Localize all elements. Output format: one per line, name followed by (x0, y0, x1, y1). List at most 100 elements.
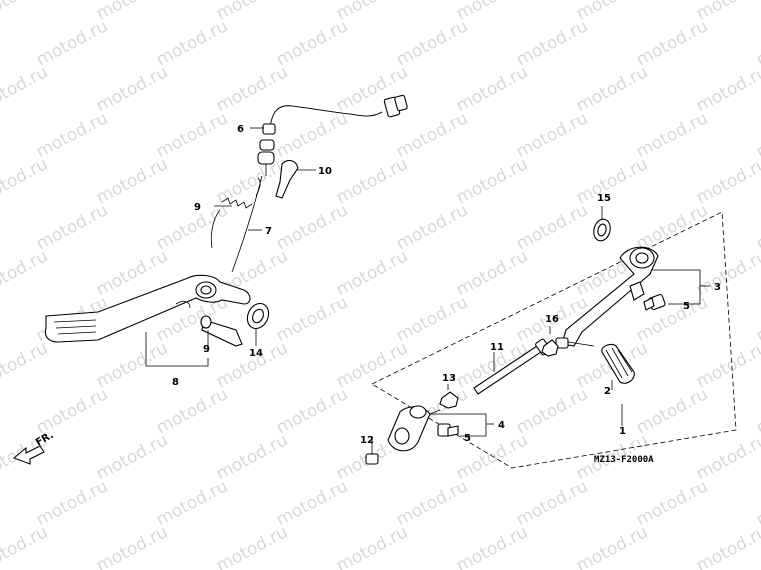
watermark-text: motod.ru (153, 384, 231, 438)
callout-3: 3 (714, 282, 721, 293)
watermark-text: motod.ru (573, 62, 651, 116)
callout-11: 10 (318, 166, 332, 177)
callout-15: 14 (249, 348, 263, 359)
switch-bracket (275, 159, 299, 199)
front-direction-arrow (12, 445, 45, 465)
rear-brake-switch-cable (257, 94, 408, 176)
watermark-text: motod.ru (0, 154, 51, 208)
watermark-text: motod.ru (33, 16, 111, 70)
watermark-text: motod.ru (393, 200, 471, 254)
watermark-text: motod.ru (93, 430, 171, 484)
watermark-text: motod.ru (33, 384, 111, 438)
watermark-text: motod.ru (93, 62, 171, 116)
callout-4: 4 (498, 420, 505, 431)
watermark-text: motod.ru (333, 522, 411, 570)
left-washer (246, 302, 270, 330)
watermark-text: motod.ru (453, 62, 531, 116)
watermark-text: motod.ru (393, 476, 471, 530)
watermark-text: motod.ru (453, 246, 531, 300)
watermark-text: motod.ru (153, 108, 231, 162)
watermark-text: motod.ru (333, 154, 411, 208)
switch-spring-rod (231, 175, 263, 273)
watermark-text: motod.ru (633, 292, 711, 346)
watermark-text: motod.ru (153, 200, 231, 254)
watermark-text: motod.ru (93, 0, 171, 24)
tie-rod-nut (541, 339, 559, 357)
lower-bolt (437, 423, 459, 437)
upper-bolt (643, 293, 666, 311)
watermark-text: motod.ru (153, 476, 231, 530)
callout-9: 9 (194, 202, 201, 213)
callout-5-lower: 5 (464, 433, 471, 444)
watermark-text: motod.ru (453, 522, 531, 570)
right-washer (593, 218, 611, 242)
watermark-text: motod.ru (0, 246, 51, 300)
callout-14: 13 (442, 373, 456, 384)
watermark-text: motod.ru (273, 384, 351, 438)
assembly-frame (371, 211, 737, 469)
watermark-text: motod.ru (453, 0, 531, 24)
watermark-text: motod.ru (693, 338, 761, 392)
watermark-text: motod.ru (273, 16, 351, 70)
watermark-text: motod.ru (213, 338, 291, 392)
leader-lines (145, 127, 710, 444)
brake-pedal (44, 274, 251, 343)
watermark-text: motod.ru (693, 62, 761, 116)
callout-2: 2 (604, 386, 611, 397)
watermark-text: motod.ru (573, 0, 651, 24)
callout-13: 12 (360, 435, 374, 446)
watermark-text: motod.ru (633, 384, 711, 438)
watermark-text: motod.ru (573, 522, 651, 570)
watermark-text: motod.ru (693, 430, 761, 484)
watermark-text: motod.ru (33, 200, 111, 254)
watermark-text: motod.ru (273, 108, 351, 162)
callout-5-upper: 5 (683, 301, 690, 312)
watermark-text: motod.ru (33, 476, 111, 530)
watermark-text: motod.ru (633, 16, 711, 70)
watermark-text: motod.ru (273, 476, 351, 530)
watermark-text: motod.ru (513, 16, 591, 70)
watermark-text: motod.ru (0, 338, 51, 392)
watermark-text: motod.ru (633, 108, 711, 162)
callout-10: 9 (203, 344, 210, 355)
watermark-text: motod.ru (633, 476, 711, 530)
watermark-text: motod.ru (513, 384, 591, 438)
diagram-code: MZ13-F2000A (594, 455, 654, 465)
watermark-text: motod.ru (513, 200, 591, 254)
watermark-text: motod.ru (213, 522, 291, 570)
watermark-text: motod.ru (273, 292, 351, 346)
watermark-text: motod.ru (93, 154, 171, 208)
brake-pedal-pivot-bolt (200, 315, 243, 347)
callout-16: 15 (597, 193, 611, 204)
watermark-text: motod.ru (153, 16, 231, 70)
watermark-text: motod.ru (93, 522, 171, 570)
callout-7: 7 (265, 226, 272, 237)
pinch-bolt (365, 442, 379, 465)
small-nut (439, 391, 459, 409)
lower-shift-arm (387, 405, 441, 452)
watermark-text: motod.ru (213, 0, 291, 24)
shift-pedal-rubber (601, 343, 635, 384)
watermark-text: motod.ru (333, 338, 411, 392)
callout-12: 11 (490, 342, 504, 353)
watermark-text: motod.ru (513, 108, 591, 162)
callout-1: 1 (619, 426, 626, 437)
watermark-text: motod.ru (513, 476, 591, 530)
watermark-text: motod.ru (693, 522, 761, 570)
callout-17: 16 (545, 314, 559, 325)
watermark-text: motod.ru (633, 200, 711, 254)
watermark-text: motod.ru (393, 16, 471, 70)
callout-8: 8 (172, 377, 179, 388)
watermark-text: motod.ru (453, 154, 531, 208)
arm-clamp (629, 281, 645, 301)
watermark-text: motod.ru (213, 430, 291, 484)
watermark-text: motod.ru (693, 246, 761, 300)
callout-6: 6 (237, 124, 244, 135)
watermark-text: motod.ru (693, 154, 761, 208)
watermark-text: motod.ru (273, 200, 351, 254)
watermark-text: motod.ru (33, 108, 111, 162)
watermark-text: motod.ru (573, 154, 651, 208)
watermark-text: motod.ru (93, 338, 171, 392)
